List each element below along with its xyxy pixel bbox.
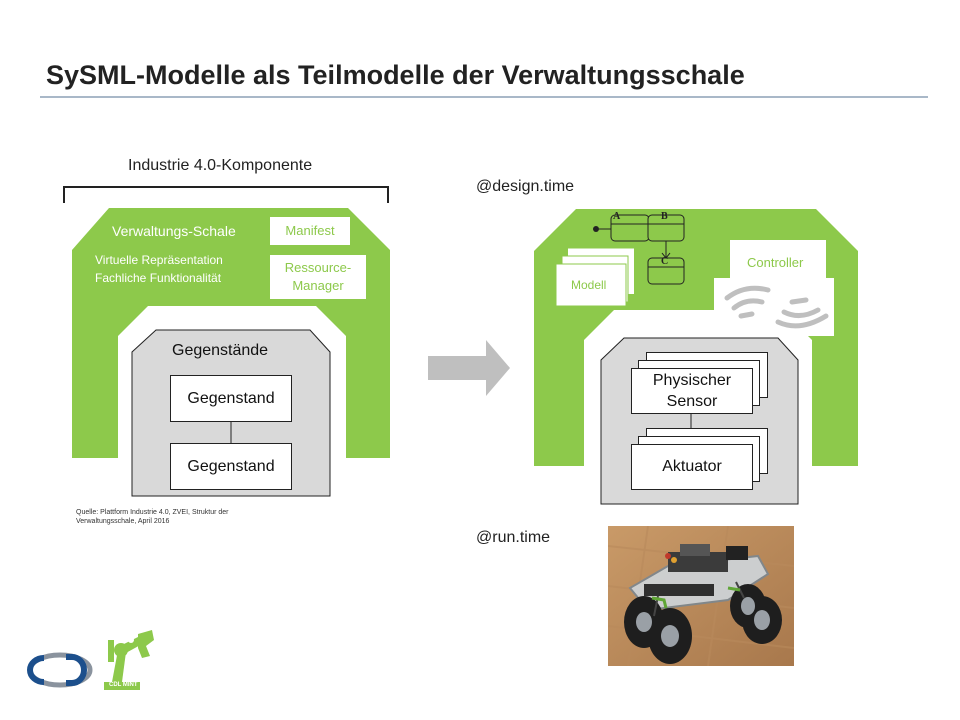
source-line-2: Verwaltungsschale, April 2016 bbox=[76, 518, 170, 525]
component-label: Industrie 4.0-Komponente bbox=[128, 157, 313, 174]
object-box-1: Gegenstand bbox=[170, 375, 292, 422]
cdl-mint-robot-arm-icon bbox=[104, 630, 154, 690]
robot-car-photo bbox=[608, 526, 794, 666]
actuator-label: Aktuator bbox=[662, 458, 722, 475]
state-c-box bbox=[647, 257, 685, 285]
controller-box bbox=[730, 240, 826, 284]
robot-car-image bbox=[608, 526, 794, 666]
title-divider bbox=[40, 96, 928, 98]
source-line-1: Quelle: Plattform Industrie 4.0, ZVEI, S… bbox=[76, 509, 229, 516]
shell-desc-functional: Fachliche Funktionalität bbox=[95, 271, 222, 285]
actuator-box: Aktuator bbox=[631, 444, 753, 490]
controller-label: Controller bbox=[747, 255, 804, 270]
transition-arrow bbox=[428, 340, 510, 396]
design-time-label: @design.time bbox=[476, 178, 575, 195]
cdl-mint-logo-text: CDL MINT bbox=[109, 682, 138, 688]
manifest-label: Manifest bbox=[285, 223, 335, 238]
model-label: Modell bbox=[571, 278, 607, 292]
run-time-label: @run.time bbox=[476, 529, 551, 546]
sensor-box: Physischer Sensor bbox=[631, 368, 753, 414]
shell-desc-virtual: Virtuelle Repräsentation bbox=[95, 253, 223, 267]
component-bracket bbox=[63, 186, 389, 203]
wireless-icon bbox=[724, 285, 829, 329]
object-box-2: Gegenstand bbox=[170, 443, 292, 490]
state-b-label: B bbox=[661, 211, 668, 222]
model-stack-front bbox=[555, 263, 627, 307]
shell-label: Verwaltungs-Schale bbox=[112, 223, 236, 239]
state-a-label: A bbox=[613, 211, 621, 222]
cd-logo-icon bbox=[27, 652, 93, 688]
object-label-2: Gegenstand bbox=[187, 457, 275, 475]
state-c-label: C bbox=[661, 256, 669, 267]
object-label-1: Gegenstand bbox=[187, 389, 275, 407]
resource-manager-line-1: Ressource- bbox=[284, 260, 352, 275]
page-title: SySML-Modelle als Teilmodelle der Verwal… bbox=[46, 60, 745, 90]
resource-manager-box: Ressource- Manager bbox=[270, 255, 366, 299]
sensor-line-2: Sensor bbox=[666, 393, 718, 410]
objects-label: Gegenstände bbox=[172, 342, 269, 359]
manifest-box: Manifest bbox=[270, 217, 350, 245]
resource-manager-line-2: Manager bbox=[292, 278, 344, 293]
sensor-line-1: Physischer bbox=[652, 372, 732, 389]
initial-state-dot bbox=[593, 226, 599, 232]
